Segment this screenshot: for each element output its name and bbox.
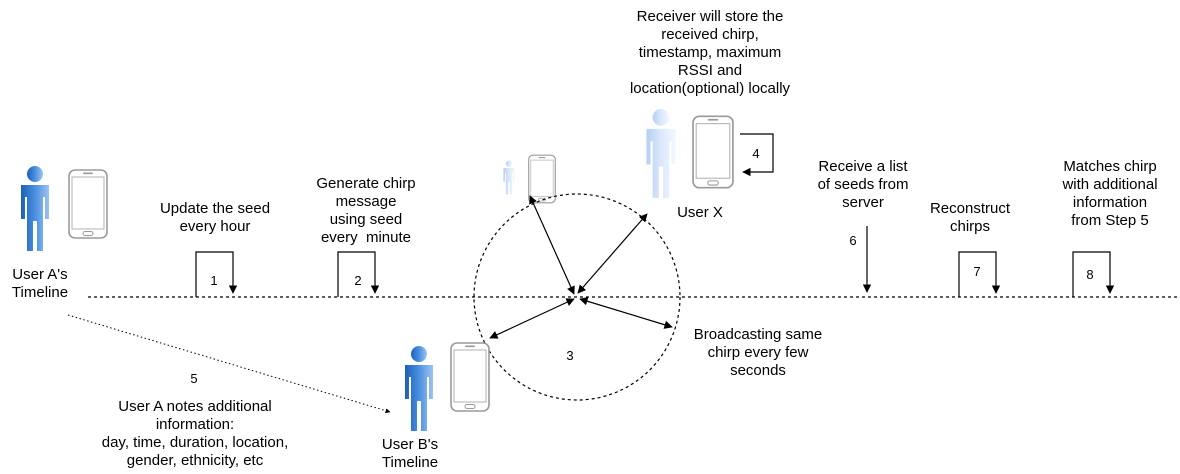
step-4-loop-arrow [740, 133, 774, 177]
step-2-label: Generate chirp message using seed every … [316, 175, 416, 246]
broadcast-arrow-small-phone [529, 195, 575, 295]
small-person-icon [503, 160, 515, 195]
step-6-number: 6 [849, 233, 857, 248]
step-5-dotted-arrow [67, 314, 391, 414]
step-4-label: Receiver will store the received chirp, … [629, 8, 791, 97]
user-a-label: User A's Timeline [11, 266, 69, 301]
step-2-number: 2 [354, 273, 362, 288]
step-2-loop-arrow [337, 251, 380, 297]
step-6-label: Receive a list of seeds from server [817, 158, 909, 211]
step-8-number: 8 [1086, 267, 1094, 282]
step-4-number: 4 [752, 146, 760, 161]
step-5-number: 5 [190, 371, 198, 386]
user-x-label: User X [677, 204, 723, 221]
step-8-label: Matches chirp with additional informatio… [1062, 158, 1158, 229]
step-7-label: Reconstruct chirps [929, 200, 1011, 235]
user-x-person-icon [646, 109, 676, 198]
broadcast-arrow-right [579, 297, 673, 329]
step-3-label: Broadcasting same chirp every few second… [693, 326, 823, 379]
user-b-person-icon [405, 346, 433, 431]
step-7-loop-arrow [958, 251, 1001, 297]
step-8-loop-arrow [1072, 251, 1115, 297]
step-3-number: 3 [566, 348, 574, 363]
broadcast-range-circle [473, 193, 681, 401]
step-5-label: User A notes additional information: day… [101, 398, 289, 469]
step-1-loop-arrow [195, 251, 238, 297]
user-a-person-icon [21, 166, 49, 251]
step-7-number: 7 [973, 264, 981, 279]
user-b-label: User B's Timeline [381, 436, 439, 471]
user-b-smartphone-icon [450, 342, 490, 412]
small-smartphone-icon [528, 154, 556, 204]
step-1-number: 1 [210, 273, 218, 288]
step-1-label: Update the seed every hour [159, 200, 271, 235]
user-a-smartphone-icon [68, 169, 108, 239]
broadcast-arrow-user-b [489, 298, 575, 339]
user-x-smartphone-icon [692, 115, 734, 189]
broadcast-arrow-user-x [577, 213, 648, 294]
